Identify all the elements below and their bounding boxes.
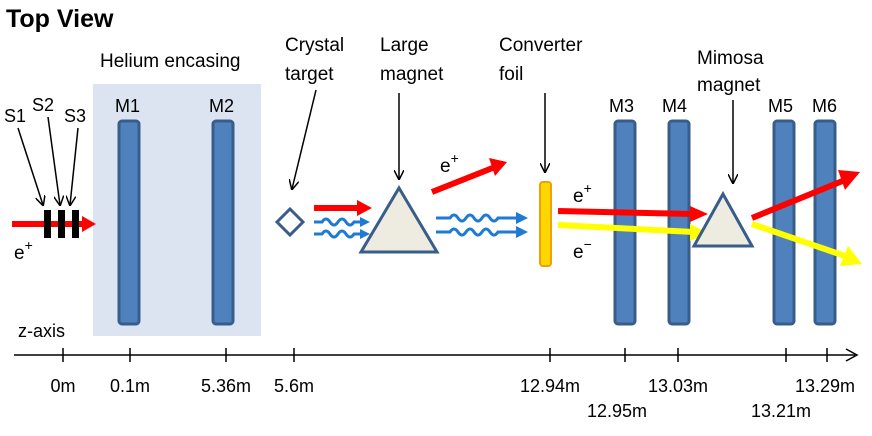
axis-tick-label-2: 5.36m bbox=[201, 376, 251, 396]
pair-electron-label: e− bbox=[573, 236, 592, 263]
detector-m3 bbox=[613, 119, 637, 326]
large-magnet-label-line2: magnet bbox=[380, 64, 444, 85]
converter-label-line2: foil bbox=[499, 64, 523, 85]
photon-wave-3-head bbox=[516, 212, 528, 224]
electron-pair-beam bbox=[557, 222, 695, 235]
electron-pair-beam-head bbox=[690, 224, 708, 241]
axis-name: z-axis bbox=[18, 321, 65, 341]
positron-pair-beam bbox=[557, 208, 695, 217]
pair-positron-label: e+ bbox=[573, 180, 592, 207]
converter-label-line1: Converter bbox=[499, 35, 583, 56]
photon-wave-1 bbox=[314, 217, 362, 227]
axis-tick-label-5: 12.95m bbox=[587, 401, 647, 421]
converter-foil bbox=[539, 181, 552, 267]
incoming-positron-label: e+ bbox=[14, 237, 33, 264]
detector-label-m5: M5 bbox=[768, 96, 793, 116]
axis-tick-label-0: 0m bbox=[50, 376, 75, 396]
detector-m6 bbox=[813, 119, 837, 326]
positron-exit-beam bbox=[750, 177, 847, 221]
axis-tick-label-1: 0.1m bbox=[110, 376, 150, 396]
detector-label-m2: M2 bbox=[209, 96, 234, 116]
deflected-positron-label: e+ bbox=[440, 150, 459, 177]
crystal-label-line1: Crystal bbox=[285, 35, 344, 56]
scintillator-label-s3: S3 bbox=[64, 106, 86, 126]
scintillator-label-s2: S2 bbox=[32, 95, 54, 115]
s2-pointer bbox=[47, 116, 60, 205]
photon-wave-4-head bbox=[516, 226, 528, 238]
detector-m1 bbox=[117, 119, 141, 326]
axis-tick-label-7: 13.21m bbox=[751, 401, 811, 421]
scintillator-s1 bbox=[44, 210, 51, 238]
helium-encasing-label: Helium encasing bbox=[100, 51, 240, 72]
electron-exit-beam bbox=[751, 221, 846, 259]
photon-wave-3 bbox=[436, 213, 518, 223]
detector-m5 bbox=[772, 119, 796, 326]
axis-tick-label-4: 12.94m bbox=[520, 376, 580, 396]
mimosa-label-line2: magnet bbox=[697, 75, 761, 96]
axis-tick-label-6: 13.03m bbox=[648, 376, 708, 396]
scintillator-s3 bbox=[72, 210, 79, 238]
positron-exit-beam-head bbox=[838, 170, 860, 190]
large-magnet bbox=[358, 185, 440, 254]
photon-wave-4 bbox=[436, 227, 518, 237]
detector-label-m1: M1 bbox=[115, 96, 140, 116]
detector-m4 bbox=[667, 119, 691, 326]
detector-m2 bbox=[211, 119, 235, 326]
crystal-target bbox=[274, 206, 306, 238]
s3-pointer bbox=[70, 127, 79, 205]
positron-after-crystal-head bbox=[357, 200, 372, 216]
incoming-beam-head bbox=[82, 216, 96, 232]
s1-pointer bbox=[17, 127, 43, 205]
scintillator-label-s1: S1 bbox=[4, 106, 26, 126]
z-axis-arrowhead bbox=[845, 348, 859, 362]
positron-pair-beam-head bbox=[690, 206, 708, 222]
axis-tick-label-8: 13.29m bbox=[795, 376, 855, 396]
photon-wave-1-head bbox=[360, 217, 370, 227]
crystal-pointer bbox=[292, 89, 317, 189]
detector-label-m4: M4 bbox=[662, 96, 687, 116]
diagram-title: Top View bbox=[6, 5, 114, 33]
photon-wave-2 bbox=[314, 229, 362, 239]
electron-exit-beam-head bbox=[840, 246, 862, 266]
large-magnet-label-line1: Large bbox=[380, 35, 429, 56]
deflected-positron-head bbox=[489, 158, 507, 176]
detector-label-m6: M6 bbox=[812, 96, 837, 116]
scintillator-s2 bbox=[58, 210, 65, 238]
photon-wave-2-head bbox=[360, 229, 370, 239]
axis-tick-label-3: 5.6m bbox=[274, 376, 314, 396]
mimosa-magnet bbox=[691, 190, 755, 248]
detector-label-m3: M3 bbox=[609, 96, 634, 116]
deflected-positron bbox=[430, 164, 497, 195]
crystal-label-line2: target bbox=[285, 64, 334, 85]
mimosa-label-line1: Mimosa bbox=[697, 48, 764, 69]
